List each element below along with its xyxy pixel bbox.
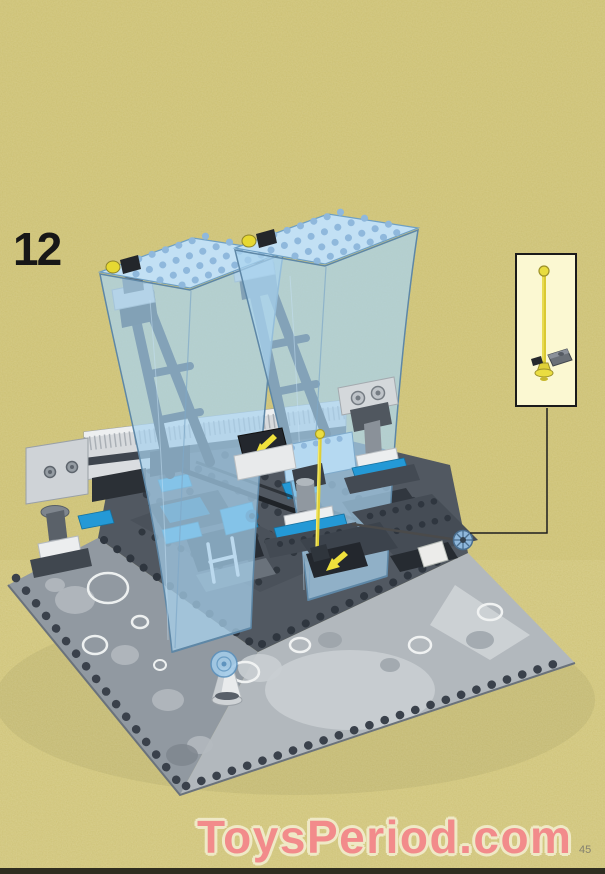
callout-parts-illustration (531, 265, 573, 381)
page-bottom-edge (0, 868, 605, 874)
callout-gray-plate-part (531, 348, 573, 367)
right-slope-craters (229, 585, 530, 730)
left-slope-craters (45, 571, 213, 766)
yellow-arrow-lower (326, 551, 348, 571)
base-rim-studs (11, 573, 571, 791)
base-rim-edge (7, 584, 576, 797)
callout-leader-line (470, 408, 548, 534)
axle-and-wheel (351, 522, 474, 568)
mast-knobs (105, 229, 277, 274)
cone-with-dish (210, 650, 243, 706)
callout-antenna-part (534, 265, 554, 381)
antenna-yellow (310, 428, 330, 562)
watermark-text: ToysPeriod.com (197, 811, 573, 863)
foreground-pieces (105, 229, 478, 578)
parts-callout-box (515, 253, 577, 407)
page-number: 45 (579, 844, 592, 856)
step-number: 12 (13, 223, 62, 275)
